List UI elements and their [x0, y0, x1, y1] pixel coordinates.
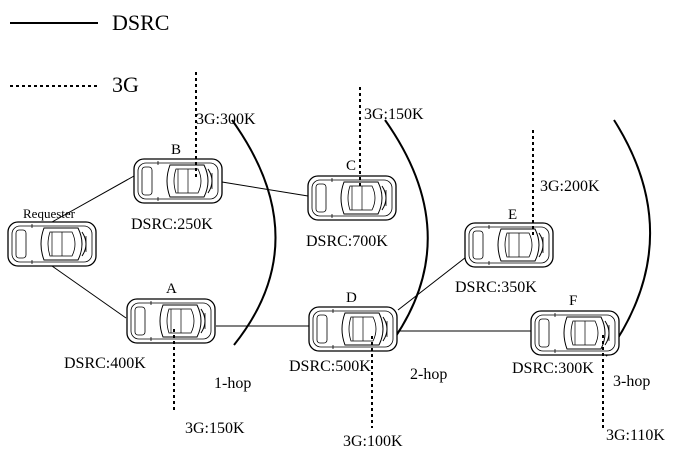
hop1-label: 1-hop — [214, 375, 251, 392]
node-a-3g: 3G:150K — [185, 420, 245, 437]
node-c-name: C — [346, 158, 356, 174]
node-e-dsrc: DSRC:350K — [455, 279, 537, 296]
link-b-c — [222, 182, 308, 196]
car-e-icon — [465, 223, 553, 267]
requester-label: Requester — [23, 206, 76, 221]
hop2-label: 2-hop — [410, 366, 447, 383]
legend: DSRC 3G — [10, 10, 169, 97]
link-requester-a — [52, 266, 126, 318]
node-b-name: B — [171, 142, 181, 158]
node-f-dsrc: DSRC:300K — [512, 360, 594, 377]
car-b-icon — [134, 159, 222, 203]
node-b-3g: 3G:300K — [196, 111, 256, 128]
node-c-dsrc: DSRC:700K — [306, 233, 388, 250]
car-a-icon — [127, 299, 215, 343]
car-f-icon — [531, 311, 619, 355]
node-a-name: A — [166, 281, 177, 297]
node-b-dsrc: DSRC:250K — [131, 216, 213, 233]
node-e-name: E — [508, 207, 517, 223]
car-requester-icon — [8, 222, 96, 266]
legend-3g-label: 3G — [112, 72, 139, 97]
node-d-name: D — [346, 290, 357, 306]
hop1-arc — [232, 120, 276, 345]
node-a-dsrc: DSRC:400K — [64, 355, 146, 372]
legend-dsrc-label: DSRC — [112, 10, 169, 35]
node-c-3g: 3G:150K — [364, 106, 424, 123]
car-d-icon — [309, 307, 397, 351]
dsrc-links — [52, 176, 532, 331]
node-d-3g: 3G:100K — [343, 433, 403, 449]
node-f-3g: 3G:110K — [606, 427, 665, 444]
hop3-label: 3-hop — [613, 373, 650, 390]
node-d-dsrc: DSRC:500K — [289, 358, 371, 375]
node-e-3g: 3G:200K — [540, 178, 600, 195]
node-f-name: F — [569, 293, 577, 309]
car-c-icon — [308, 176, 396, 220]
